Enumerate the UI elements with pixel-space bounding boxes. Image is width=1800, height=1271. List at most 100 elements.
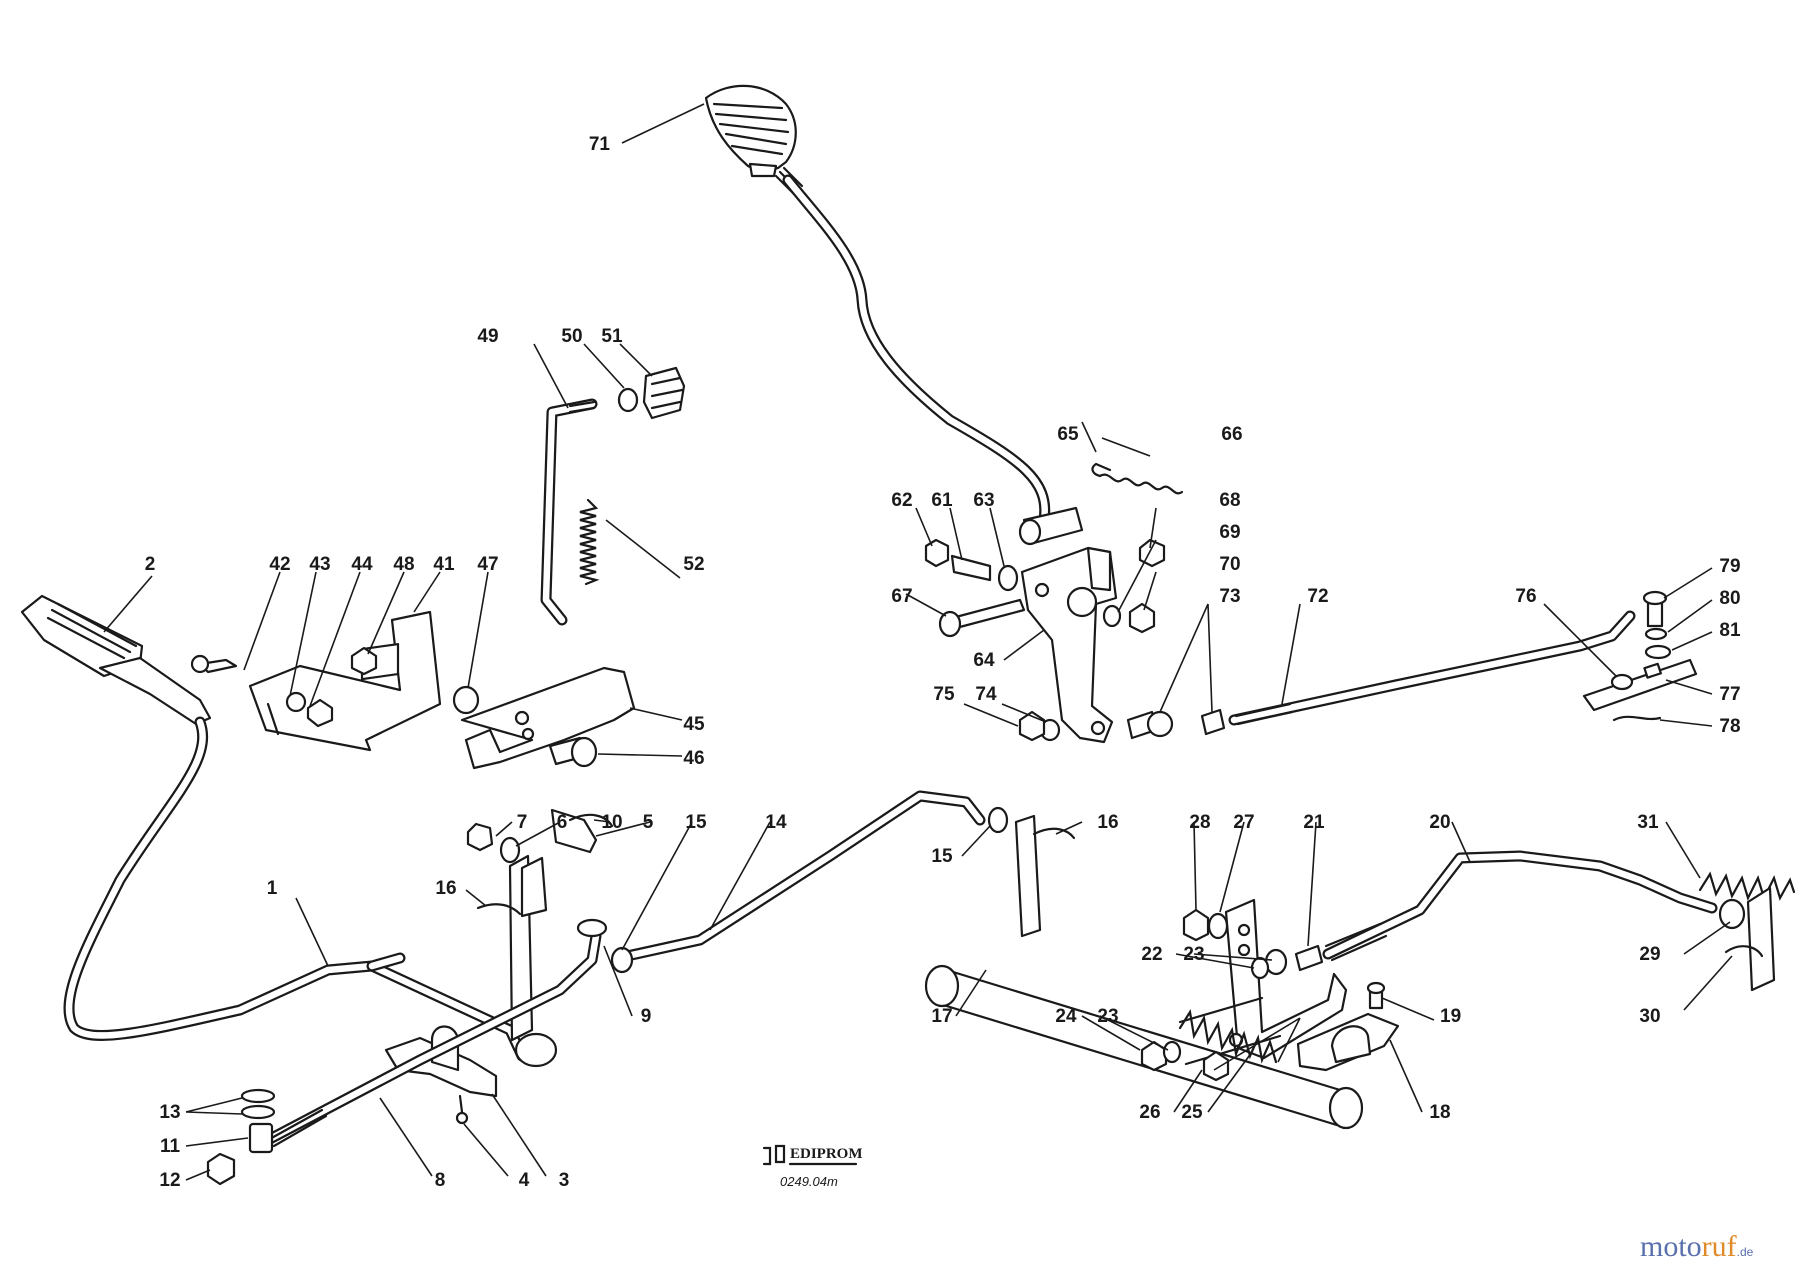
label-1: 1 <box>267 878 278 899</box>
clip-78 <box>1612 715 1662 722</box>
label-26: 26 <box>1139 1102 1160 1123</box>
label-67: 67 <box>891 586 912 607</box>
label-81: 81 <box>1719 620 1741 641</box>
label-64: 64 <box>973 650 995 671</box>
hand-lever-group <box>460 366 686 770</box>
center-link <box>610 790 1076 974</box>
label-71: 71 <box>589 134 611 155</box>
publisher-stamp: EDIPROM 0249.04m <box>762 1144 863 1189</box>
label-29: 29 <box>1639 944 1660 965</box>
plate-45 <box>460 666 636 770</box>
label-27: 27 <box>1233 812 1254 833</box>
watermark-part-b: ruf <box>1702 1230 1737 1263</box>
label-66: 66 <box>1221 424 1242 445</box>
label-5: 5 <box>643 812 654 833</box>
washer-69 <box>1102 604 1122 628</box>
label-7: 7 <box>517 812 528 833</box>
label-51: 51 <box>601 326 623 347</box>
label-11: 11 <box>160 1136 181 1157</box>
label-79: 79 <box>1719 556 1740 577</box>
label-73: 73 <box>1219 586 1240 607</box>
watermark: motoruf.de <box>1640 1230 1754 1263</box>
label-10: 10 <box>601 812 622 833</box>
cross-shaft-group <box>924 850 1796 1130</box>
arm-plate <box>520 856 548 918</box>
spring-52 <box>579 498 600 586</box>
clip-30 <box>1724 945 1764 958</box>
label-18: 18 <box>1429 1102 1450 1123</box>
label-77: 77 <box>1719 684 1740 705</box>
label-43: 43 <box>309 554 330 575</box>
washer-23a <box>1250 956 1270 980</box>
bracket-group <box>190 610 480 752</box>
label-16b: 16 <box>1097 812 1118 833</box>
bolt-61 <box>950 554 992 582</box>
label-48: 48 <box>393 554 414 575</box>
label-42: 42 <box>269 554 290 575</box>
label-4: 4 <box>519 1170 530 1191</box>
label-47: 47 <box>477 554 498 575</box>
pedal-arm-plate <box>98 656 212 726</box>
arm-17-plate <box>1014 814 1042 938</box>
washer-43 <box>285 691 307 713</box>
pedal-assembly <box>20 594 614 1186</box>
leader-lines <box>103 103 1733 1181</box>
spring-22 <box>1178 1008 1278 1064</box>
nut-24 <box>1140 1040 1168 1072</box>
label-17: 17 <box>931 1006 952 1027</box>
label-65: 65 <box>1057 424 1079 445</box>
washer-6 <box>499 836 521 864</box>
washer-81 <box>1644 644 1672 660</box>
label-9: 9 <box>641 1006 652 1027</box>
washer-13b <box>240 1104 276 1120</box>
label-15b: 15 <box>931 846 953 867</box>
pedal-ribs <box>46 602 138 660</box>
washer-63 <box>997 564 1019 592</box>
label-23b: 23 <box>1097 1006 1118 1027</box>
label-78: 78 <box>1719 716 1740 737</box>
washer-80 <box>1644 627 1668 641</box>
label-15a: 15 <box>685 812 707 833</box>
label-45: 45 <box>683 714 705 735</box>
bracket-41 <box>248 610 442 752</box>
label-12: 12 <box>159 1170 180 1191</box>
label-44: 44 <box>351 554 373 575</box>
label-68: 68 <box>1219 490 1240 511</box>
bolt-67 <box>950 598 1026 630</box>
spring-66 <box>1091 462 1184 495</box>
label-20: 20 <box>1429 812 1450 833</box>
publisher-name: EDIPROM <box>790 1146 863 1162</box>
label-19: 19 <box>1440 1006 1461 1027</box>
pin-5 <box>550 808 598 854</box>
part-labels: 71 2 42 43 44 48 41 47 49 50 51 52 45 46… <box>145 134 1741 1191</box>
watermark-part-a: moto <box>1640 1230 1702 1263</box>
washer-9-right <box>610 946 634 974</box>
washer-15 <box>987 806 1009 834</box>
nut-7 <box>466 822 494 852</box>
label-16a: 16 <box>435 878 456 899</box>
washer-13a <box>240 1088 276 1104</box>
label-31: 31 <box>1637 812 1659 833</box>
label-46: 46 <box>683 748 704 769</box>
nut-12 <box>206 1152 236 1186</box>
cotter-pin-16b <box>1032 827 1076 840</box>
nut-70 <box>1128 602 1156 634</box>
nut-73 <box>1200 708 1226 736</box>
label-70: 70 <box>1219 554 1240 575</box>
label-28: 28 <box>1189 812 1210 833</box>
end-bracket <box>1746 886 1776 992</box>
label-69: 69 <box>1219 522 1240 543</box>
plate-77 <box>1582 658 1698 712</box>
nut-28 <box>1182 908 1210 942</box>
label-3: 3 <box>559 1170 570 1191</box>
knob-71 <box>704 84 797 174</box>
publisher-logo-mark <box>762 1144 786 1166</box>
label-76: 76 <box>1515 586 1536 607</box>
label-8: 8 <box>435 1170 446 1191</box>
label-24: 24 <box>1055 1006 1077 1027</box>
cotter-pin-10 <box>568 813 614 828</box>
washer-23b <box>1162 1040 1182 1064</box>
nut-44 <box>306 698 334 728</box>
